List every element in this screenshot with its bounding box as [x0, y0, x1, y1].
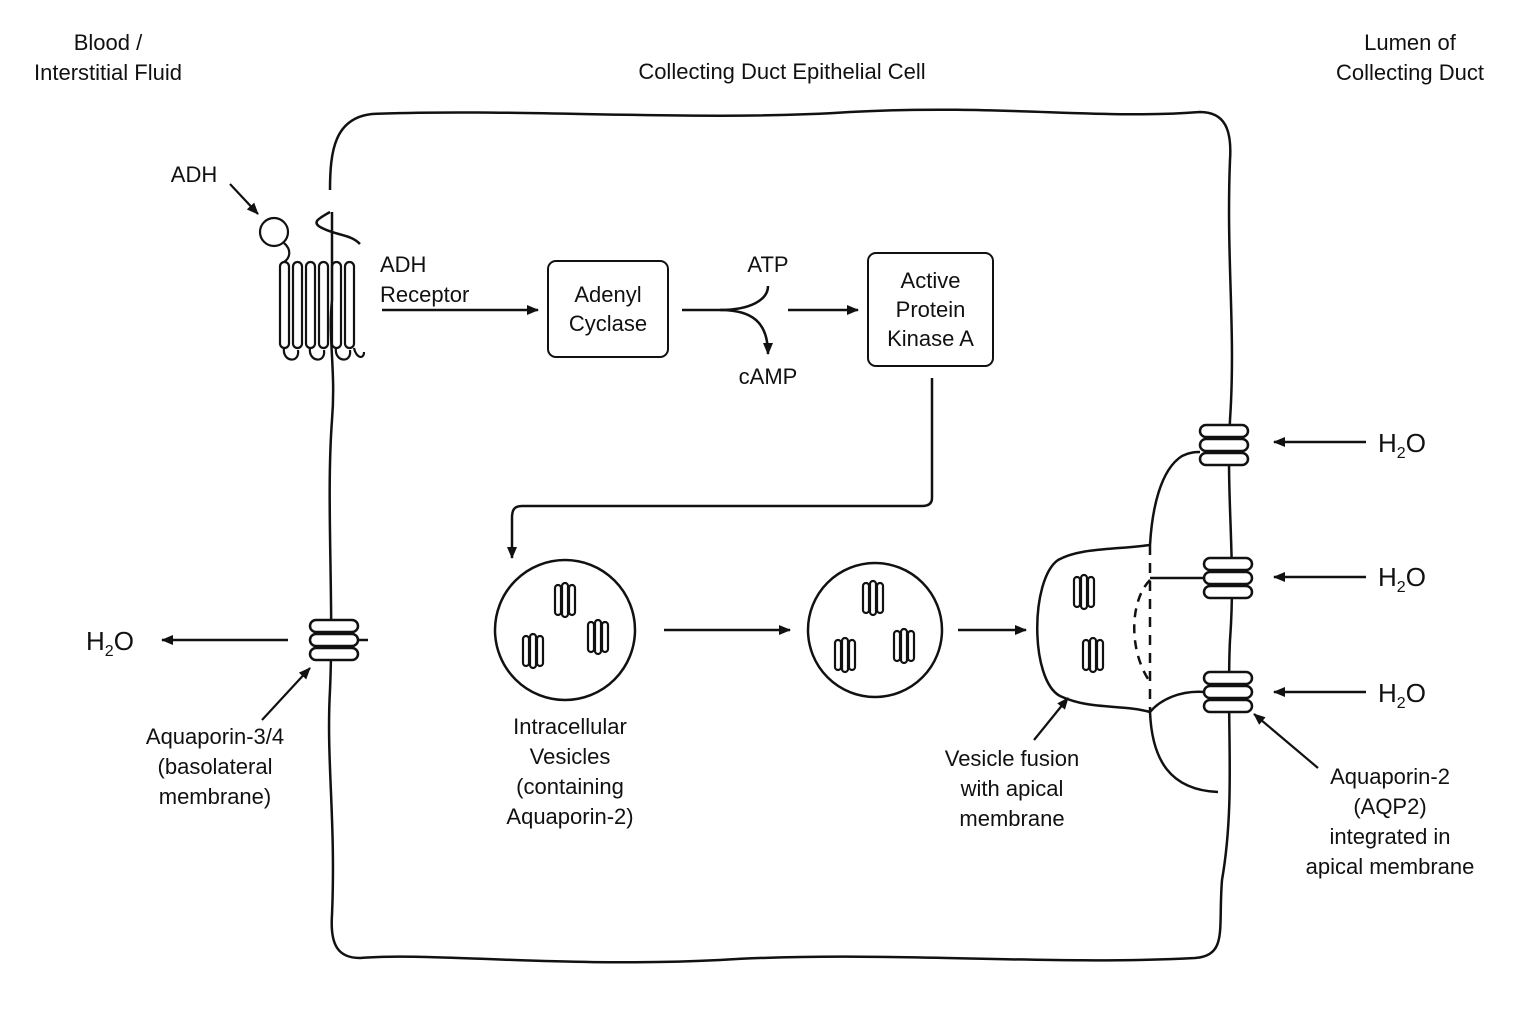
pka-line-1: Active: [900, 268, 961, 293]
pka-to-vesicles-arrow: [507, 378, 934, 559]
cell-header: Collecting Duct Epithelial Cell: [638, 59, 926, 84]
aquaporin-2-channel-middle: [1202, 556, 1254, 600]
aquaporin-2-channel-bottom: [1202, 670, 1254, 714]
blood-header-line-2: Interstitial Fluid: [34, 60, 182, 85]
blood-header-line-1: Blood /: [73, 30, 143, 55]
pka-line-2: Protein: [895, 297, 966, 322]
water-tail: O: [1405, 428, 1426, 458]
aqp2-pointer-arrow: [1253, 713, 1319, 769]
adenyl-cyclase-line-1: Adenyl: [574, 282, 642, 307]
vesicle-2: [806, 561, 944, 699]
vesicles-label-line-2: Vesicles: [529, 744, 611, 769]
aquaporin-2-channel-top: [1198, 423, 1250, 467]
adh-receptor-label-line-2: Receptor: [380, 282, 470, 307]
aquaporin-3-4-label: Aquaporin-3/4 (basolateral membrane): [120, 722, 310, 812]
water-label-apical-top: H2O: [1378, 428, 1426, 463]
aquaporin-2-label-line-4: apical membrane: [1305, 854, 1475, 879]
aquaporin-2-label-line-1: Aquaporin-2: [1330, 764, 1450, 789]
water-tail: O: [1405, 562, 1426, 592]
water-main: H: [1378, 678, 1397, 708]
protein-kinase-a-box: Active Protein Kinase A: [867, 252, 994, 367]
adh-receptor-label: ADH Receptor: [380, 250, 469, 310]
vesicle-fusion-label-line-2: with apical: [960, 776, 1064, 801]
adenyl-cyclase-line-2: Cyclase: [568, 311, 648, 336]
vesicle-fusion-label-line-1: Vesicle fusion: [944, 746, 1080, 771]
adh-receptor-icon: [258, 216, 366, 361]
adh-label: ADH: [170, 162, 218, 187]
water-tail: O: [113, 626, 134, 656]
water-label-basolateral: H2O: [86, 626, 134, 661]
fusion-pointer-arrow: [1033, 697, 1069, 741]
aqp34-pointer-arrow: [261, 667, 311, 721]
vesicles-label-line-1: Intracellular: [513, 714, 627, 739]
adenyl-cyclase-box: Adenyl Cyclase: [547, 260, 669, 358]
aquaporin-3-4-channel: [308, 618, 360, 662]
camp-label: cAMP: [738, 364, 798, 389]
water-main: H: [86, 626, 105, 656]
intracellular-vesicles-label: Intracellular Vesicles (containing Aquap…: [470, 712, 670, 832]
fusing-vesicle: [1036, 450, 1219, 794]
water-label-apical-bottom: H2O: [1378, 678, 1426, 713]
aquaporin-2-label-line-2: (AQP2): [1353, 794, 1427, 819]
blood-header: Blood / Interstitial Fluid: [20, 28, 196, 88]
water-label-apical-middle: H2O: [1378, 562, 1426, 597]
lumen-header-line-1: Lumen of: [1364, 30, 1456, 55]
aquaporin-2-label: Aquaporin-2 (AQP2) integrated in apical …: [1290, 762, 1490, 882]
water-main: H: [1378, 562, 1397, 592]
atp-to-camp-arrow: [682, 285, 773, 355]
vesicle-fusion-label-line-3: membrane: [959, 806, 1065, 831]
atp-label: ATP: [747, 252, 789, 277]
water-sub: 2: [1396, 445, 1406, 462]
vesicle-1: [493, 558, 637, 702]
adh-receptor-label-line-1: ADH: [380, 252, 427, 277]
water-sub: 2: [1396, 695, 1406, 712]
water-tail: O: [1405, 678, 1426, 708]
lumen-header: Lumen of Collecting Duct: [1310, 28, 1510, 88]
pka-line-3: Kinase A: [887, 326, 974, 351]
aquaporin-3-4-label-line-2: (basolateral: [157, 754, 273, 779]
water-main: H: [1378, 428, 1397, 458]
cell-membrane: [315, 108, 1234, 964]
vesicles-label-line-3: (containing: [516, 774, 624, 799]
vesicle-fusion-label: Vesicle fusion with apical membrane: [922, 744, 1102, 834]
lumen-header-line-2: Collecting Duct: [1336, 60, 1484, 85]
aquaporin-2-label-line-3: integrated in: [1329, 824, 1451, 849]
adh-arrow: [229, 183, 259, 215]
aquaporin-3-4-label-line-3: membrane): [158, 784, 272, 809]
vesicles-label-line-4: Aquaporin-2): [506, 804, 634, 829]
water-sub: 2: [1396, 579, 1406, 596]
aquaporin-3-4-label-line-1: Aquaporin-3/4: [145, 724, 285, 749]
water-sub: 2: [104, 643, 114, 660]
